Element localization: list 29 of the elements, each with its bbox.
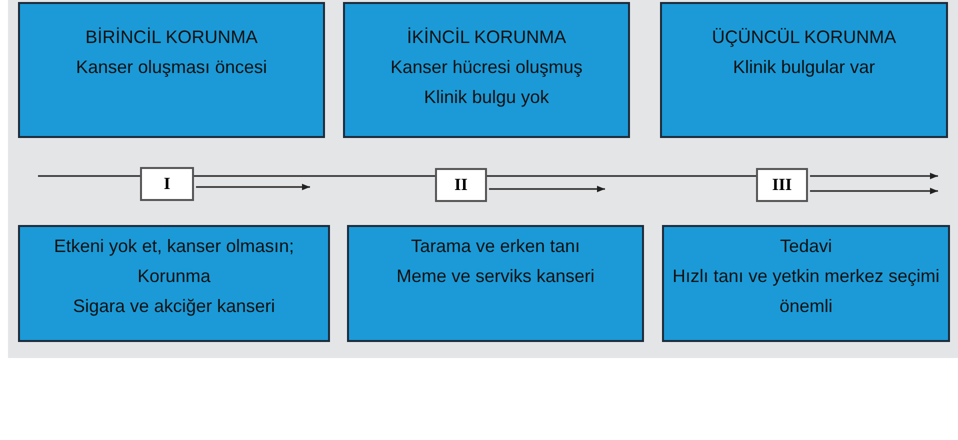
box-text: Meme ve serviks kanseri	[395, 265, 596, 288]
prevention-level-box	[18, 2, 325, 138]
description-box	[347, 225, 644, 342]
arrow	[810, 188, 938, 194]
prevention-level-box	[343, 2, 630, 138]
arrow	[196, 184, 310, 190]
box-text: Kanser oluşması öncesi	[74, 56, 268, 79]
box-heading: BİRİNCİL KORUNMA	[84, 26, 259, 49]
timeline-line	[487, 175, 756, 177]
description-box	[662, 225, 950, 342]
arrow	[489, 186, 605, 192]
stage-number-box: III	[756, 168, 808, 202]
box-text: Klinik bulgular var	[732, 56, 876, 79]
description-box	[18, 225, 330, 342]
box-heading: İKİNCİL KORUNMA	[406, 26, 568, 49]
box-text: Tarama ve erken tanı	[410, 235, 582, 258]
box-text: Hızlı tanı ve yetkin merkez seçimi önemli	[671, 265, 941, 318]
box-text: Sigara ve akciğer kanseri	[72, 295, 276, 318]
timeline-line	[38, 175, 140, 177]
stage-number-box: II	[435, 168, 487, 202]
box-text: Tedavi	[778, 235, 834, 258]
box-text: Etkeni yok et, kanser olmasın; Korunma	[52, 235, 296, 288]
arrow	[810, 172, 938, 180]
box-text: Kanser hücresi oluşmuş	[389, 56, 584, 79]
timeline-line	[194, 175, 435, 177]
box-text: Klinik bulgu yok	[422, 86, 550, 109]
stage-number-box: I	[140, 167, 194, 201]
prevention-level-box	[660, 2, 948, 138]
box-heading: ÜÇÜNCÜL KORUNMA	[710, 26, 898, 49]
